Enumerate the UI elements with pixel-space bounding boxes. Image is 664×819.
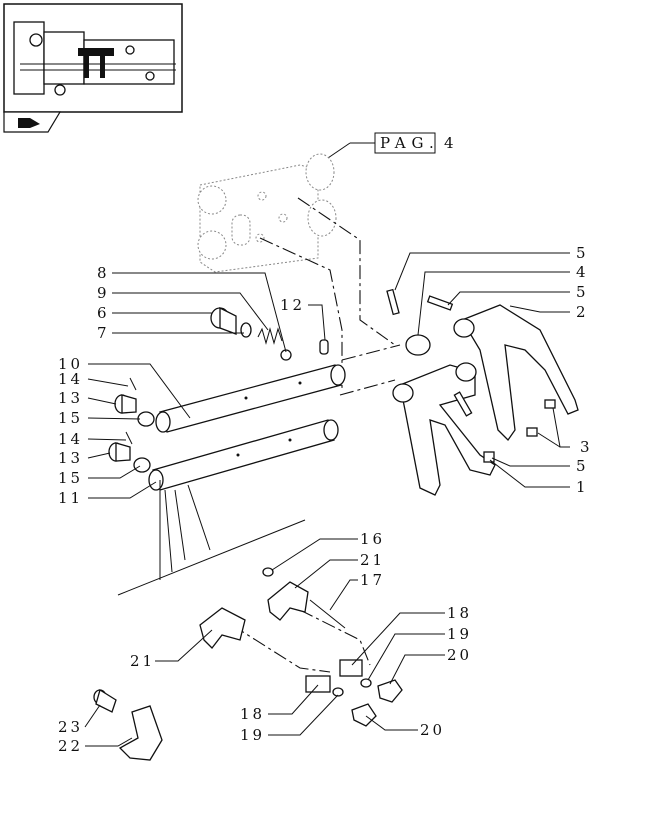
callout-13-upper: 13 — [58, 389, 83, 407]
callout-14-upper: 14 — [58, 370, 83, 388]
callout-16: 16 — [360, 530, 385, 548]
callout-17: 17 — [360, 571, 385, 589]
pin-5-top — [386, 288, 400, 316]
shift-fork-1 — [392, 362, 496, 496]
callout-15-upper: 15 — [58, 409, 83, 427]
shift-fork-2 — [453, 304, 579, 442]
washer-19b — [332, 687, 344, 697]
callout-11: 11 — [58, 489, 83, 507]
pin-5-low — [453, 391, 473, 417]
hand-pointer-icon[interactable] — [3, 111, 62, 133]
callout-3: 3 — [580, 438, 593, 456]
callout-12: 12 — [280, 296, 305, 314]
transmission-thumbnail-icon[interactable] — [3, 3, 183, 113]
callout-20-right: 20 — [447, 646, 472, 664]
callout-9: 9 — [97, 284, 110, 302]
selector-lever-21b — [267, 581, 309, 621]
callout-5-mid: 5 — [576, 283, 589, 301]
selector-shaft-11 — [148, 419, 339, 491]
bolt-16 — [262, 567, 274, 577]
spring-9 — [257, 327, 283, 345]
pad-3a — [544, 399, 556, 409]
ball-8 — [280, 349, 292, 361]
washer-19a — [360, 678, 372, 688]
clevis-20b — [351, 703, 377, 727]
page-ref-number: 4 — [444, 134, 457, 152]
plate-18b — [305, 675, 331, 693]
pin-13-lower — [108, 442, 131, 462]
callout-21-left: 21 — [130, 652, 155, 670]
callout-21-top: 21 — [360, 551, 385, 569]
callout-18-left: 18 — [240, 705, 265, 723]
callout-2: 2 — [576, 303, 589, 321]
selector-lever-21a — [199, 607, 246, 649]
washer-7 — [240, 322, 252, 338]
page-reference[interactable]: PAG. 4 — [324, 132, 457, 161]
callout-20-bottom: 20 — [420, 721, 445, 739]
clevis-20a — [377, 679, 403, 703]
plate-18a — [339, 659, 363, 677]
pin-12 — [319, 339, 329, 355]
bushing-23 — [93, 688, 117, 713]
selector-housing-ghost — [197, 153, 337, 273]
callout-13-lower: 13 — [58, 449, 83, 467]
bracket-22 — [118, 705, 163, 761]
callout-15-lower: 15 — [58, 469, 83, 487]
callout-23: 23 — [58, 718, 83, 736]
callout-19-left: 19 — [240, 726, 265, 744]
callout-5-top: 5 — [576, 244, 589, 262]
callout-10: 10 — [58, 355, 83, 373]
rod-17 — [309, 599, 346, 629]
callout-6: 6 — [97, 304, 110, 322]
pad-3b — [526, 427, 538, 437]
callout-14-lower: 14 — [58, 430, 83, 448]
callout-4: 4 — [576, 263, 589, 281]
callout-22: 22 — [58, 737, 83, 755]
pin-13-upper — [114, 394, 137, 414]
callout-7: 7 — [97, 324, 110, 342]
selector-shaft-10 — [155, 364, 346, 433]
callout-5-low: 5 — [576, 457, 589, 475]
callout-19-right: 19 — [447, 625, 472, 643]
callout-1: 1 — [576, 478, 589, 496]
cotter-14-lower — [125, 431, 133, 445]
page-ref-label: PAG. — [380, 134, 440, 152]
callout-18-right: 18 — [447, 604, 472, 622]
pin-5-mid — [426, 295, 454, 311]
bushing-4 — [405, 334, 431, 356]
washer-15-lower — [133, 457, 151, 473]
callout-8: 8 — [97, 264, 110, 282]
cotter-14-upper — [129, 377, 137, 391]
washer-15-upper — [137, 411, 155, 427]
plug-screw-6 — [210, 306, 237, 335]
pad-5c — [483, 451, 495, 463]
